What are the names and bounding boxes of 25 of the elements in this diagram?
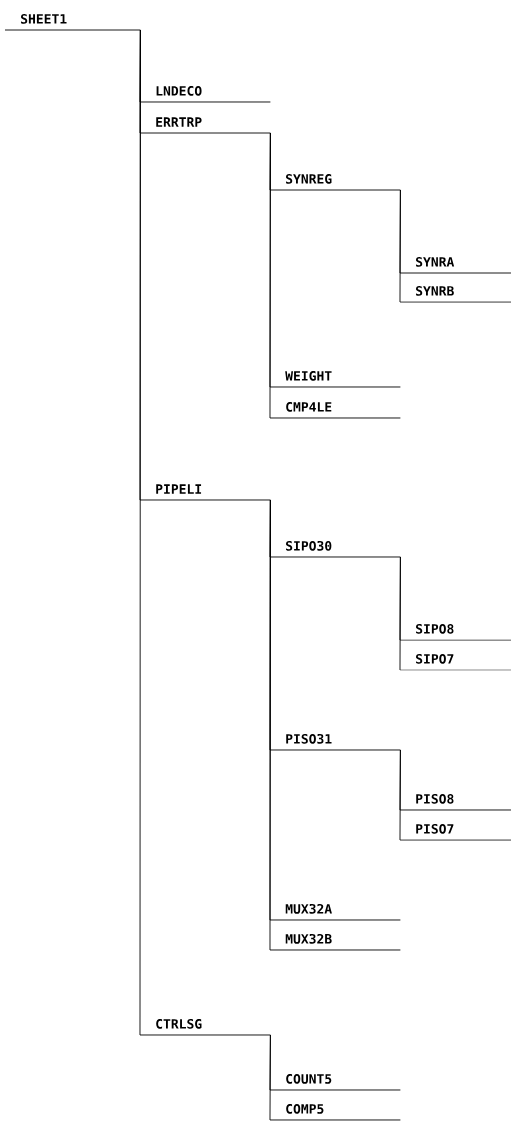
tree-item: SYNRB [399, 285, 511, 303]
tree-item: ERRTRP [139, 117, 271, 134]
tree-connector [139, 29, 141, 1036]
tree-item: COUNT5 [269, 1073, 401, 1091]
tree-connector [399, 749, 401, 841]
tree-item: SYNRA [399, 256, 511, 274]
tree-item: SIPO7 [399, 653, 511, 671]
tree-item: PISO8 [399, 793, 511, 811]
tree-item: CMP4LE [269, 401, 401, 419]
tree-item: SYNREG [269, 173, 401, 191]
tree-item: SHEET1 [4, 13, 141, 31]
tree-item: SIPO30 [269, 540, 401, 558]
tree-connector [269, 1034, 271, 1121]
tree-item: WEIGHT [269, 370, 401, 388]
tree-item: LNDECO [139, 85, 271, 103]
tree-item: PIPELI [139, 484, 271, 501]
tree-item: PISO7 [399, 823, 511, 841]
tree-item: COMP5 [269, 1103, 401, 1121]
tree-item: MUX32A [269, 903, 401, 921]
tree-connector [399, 189, 401, 303]
tree-item: CTRLSG [139, 1018, 271, 1036]
tree-item: MUX32B [269, 933, 401, 951]
tree-connector [399, 556, 401, 671]
tree-item: SIPO8 [399, 623, 511, 641]
tree-item: PISO31 [269, 733, 401, 751]
